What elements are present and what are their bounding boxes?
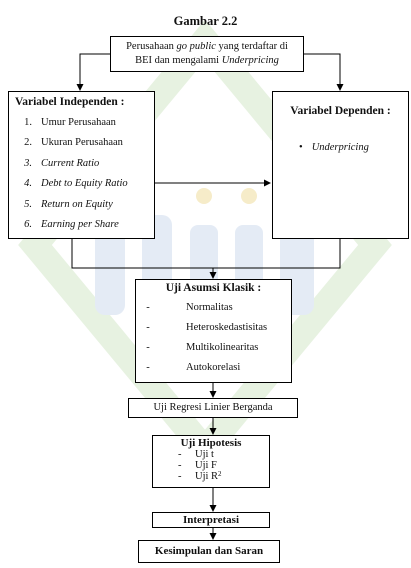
hipotesis-heading: Uji Hipotesis [180,437,242,449]
independent-heading: Variabel Independen : [15,96,125,108]
asumsi-heading: Uji Asumsi Klasik : [165,282,262,294]
item-label: Earning per Share [41,219,119,231]
dash-icon: - [178,449,182,460]
list-item: 5. Return on Equity [9,194,154,215]
dash-icon: - [146,361,150,373]
item-number: 1. [24,116,32,128]
item-label: Heteroskedastisitas [186,321,268,333]
item-label: Umur Perusahaan [41,116,116,128]
list-item: 6. Earning per Share [9,215,154,236]
item-number: 3. [24,157,32,169]
dash-icon: - [178,471,182,482]
independent-variables-box: Variabel Independen : 1.Umur Perusahaan … [8,91,155,239]
item-label: Return on Equity [41,198,113,210]
dash-icon: - [146,301,150,313]
population-text-1c: yang terdaftar di [215,41,288,52]
list-item: - Autokorelasi [136,357,291,377]
item-label: Debt to Equity Ratio [41,178,128,190]
list-item: 4. Debt to Equity Ratio [9,174,154,195]
population-text-2a: BEI dan mengalami [135,55,222,66]
dependent-heading: Variabel Dependen : [290,105,391,117]
item-label: Uji R [195,471,219,482]
conclusion-box: Kesimpulan dan Saran [138,540,280,563]
list-item: - Normalitas [136,297,291,317]
list-item: 2. Ukuran Perusahaan [9,133,154,154]
item-label: Normalitas [186,301,233,313]
item-number: 5. [24,198,32,210]
superscript: 2 [218,470,222,478]
list-item: • Underpricing [299,142,408,153]
item-number: 6. [24,219,32,231]
population-text-2b: Underpricing [221,55,279,66]
bullet-icon: • [299,142,303,153]
item-label: Uji t [195,449,214,460]
dependent-item: Underpricing [311,142,369,153]
list-item: - Multikolinearitas [136,337,291,357]
population-text-1a: Perusahaan [126,41,177,52]
dash-icon: - [178,460,182,471]
dependent-variable-box: Variabel Dependen : • Underpricing [272,91,409,239]
classic-assumption-box: Uji Asumsi Klasik : - Normalitas - Heteros… [135,279,292,383]
item-label: Multikolinearitas [186,341,259,353]
item-number: 2. [24,137,32,149]
item-number: 4. [24,178,32,190]
item-label: Autokorelasi [186,361,241,373]
figure-title: Gambar 2.2 [173,14,238,28]
interpretation-box: Interpretasi [152,512,270,528]
item-label: Current Ratio [41,157,100,169]
list-item: - Uji F [178,460,269,471]
dash-icon: - [146,321,150,333]
list-item: - Uji t [178,449,269,460]
list-item: 3. Current Ratio [9,153,154,174]
list-item: 1. Umur Perusahaan [9,112,154,133]
item-label: Ukuran Perusahaan [41,137,123,149]
population-box: Perusahaan go public yang terdaftar di B… [110,36,304,72]
regression-box: Uji Regresi Linier Berganda [128,398,298,418]
list-item: - Heteroskedastisitas [136,317,291,337]
population-text-1b: go public [176,41,216,52]
dash-icon: - [146,341,150,353]
item-label: Uji F [195,460,217,471]
